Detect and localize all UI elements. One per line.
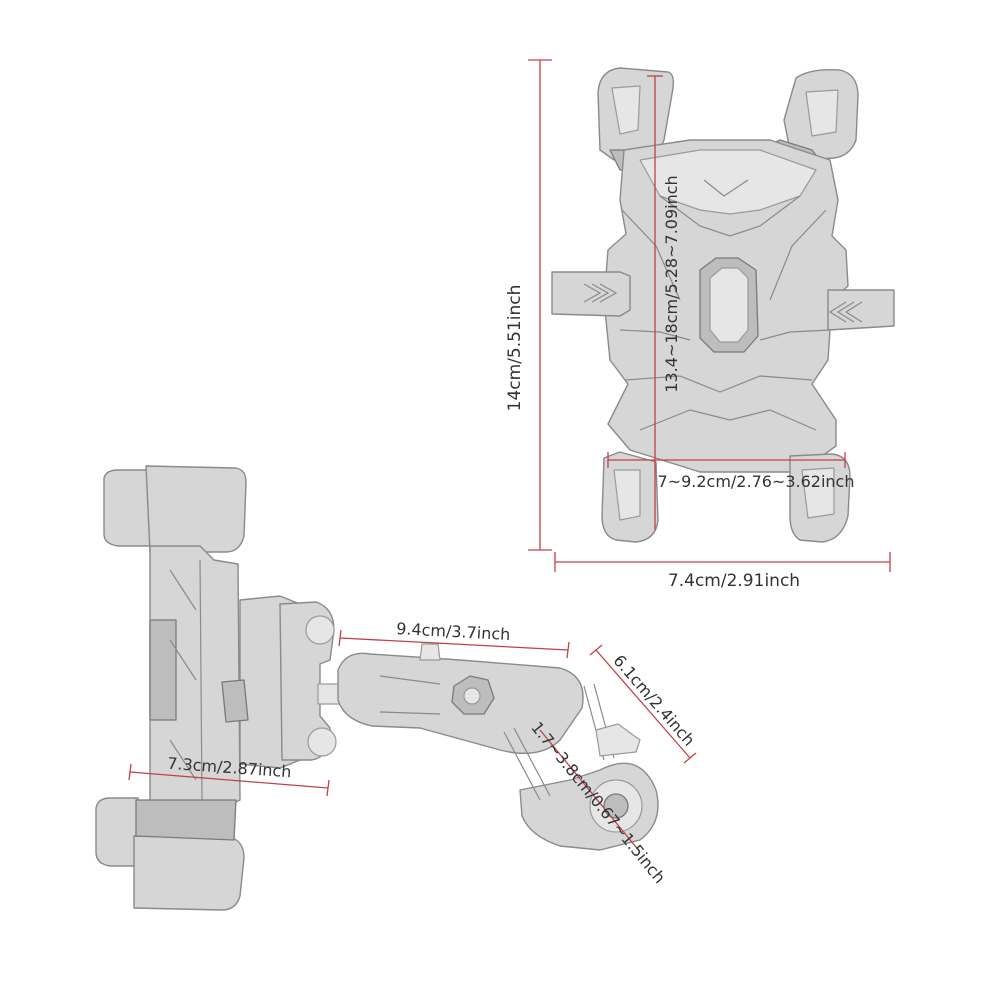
front-view-holder (551, 67, 895, 543)
front-width-label: 7.4cm/2.91inch (668, 571, 800, 591)
front-height-label: 14cm/5.51inch (505, 285, 525, 412)
side-view-assembly (95, 465, 659, 911)
clamp-height-label: 13.4~18cm/5.28~7.09inch (662, 175, 681, 392)
arm-length-label: 9.4cm/3.7inch (396, 619, 511, 644)
dimension-lines (128, 59, 891, 853)
clamp-width-label: 7~9.2cm/2.76~3.62inch (658, 472, 855, 491)
